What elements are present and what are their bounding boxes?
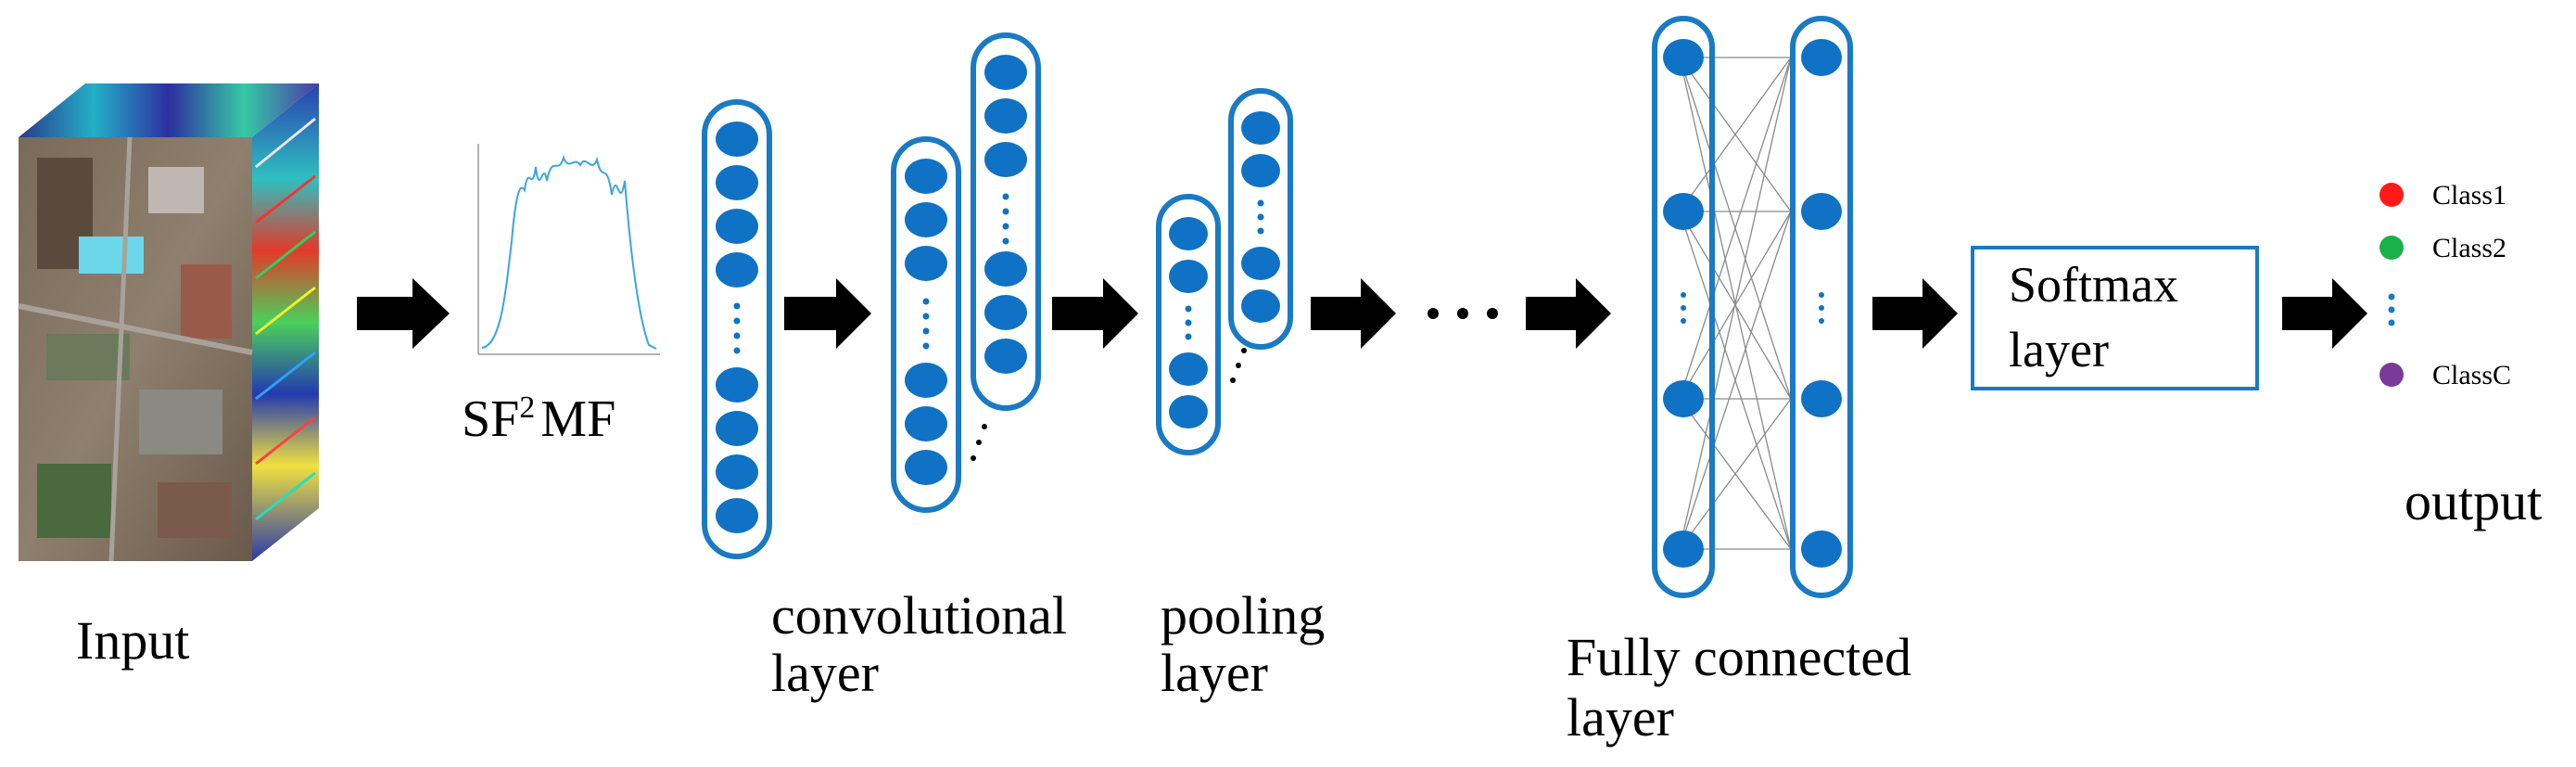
conv-continuation-dots bbox=[971, 424, 987, 461]
fc-label-line1: Fully connected bbox=[1567, 627, 1911, 687]
right-arrow-icon bbox=[1311, 278, 1396, 349]
right-arrow-icon bbox=[357, 278, 450, 349]
conv-label-line2: layer bbox=[771, 643, 879, 703]
conv-label-line1: convolutional bbox=[771, 585, 1067, 646]
fc-column-2 bbox=[1790, 16, 1853, 598]
fc-column-1 bbox=[1652, 16, 1715, 598]
pool-continuation-dots bbox=[1230, 348, 1247, 383]
class1-label: Class1 bbox=[2432, 180, 2506, 211]
classC-dot bbox=[2379, 363, 2404, 387]
conv-column-2 bbox=[971, 32, 1041, 411]
right-arrow-icon bbox=[1052, 278, 1138, 349]
right-arrow-icon bbox=[1526, 278, 1611, 349]
pool-column-2 bbox=[1228, 88, 1293, 350]
sf2mf-suffix: MF bbox=[540, 390, 615, 448]
pool-column-1 bbox=[1156, 194, 1221, 455]
fc-label-line2: layer bbox=[1567, 687, 1674, 748]
spectrum-curve bbox=[481, 154, 657, 350]
class2-label: Class2 bbox=[2432, 233, 2506, 263]
softmax-label-line2: layer bbox=[2009, 322, 2109, 377]
right-arrow-icon bbox=[1872, 278, 1958, 349]
class1-dot bbox=[2379, 183, 2404, 207]
sf2mf-superscript: 2 bbox=[519, 390, 535, 425]
fc-connections bbox=[1679, 57, 1792, 550]
classC-label: ClassC bbox=[2432, 360, 2511, 390]
softmax-box bbox=[1971, 246, 2259, 390]
right-arrow-icon bbox=[784, 278, 871, 349]
ellipsis-dots bbox=[1428, 308, 1498, 319]
output-label: output bbox=[2405, 471, 2542, 531]
sf2mf-spectrum-plot bbox=[477, 144, 660, 355]
output-classes: Class1 Class2 ClassC bbox=[2379, 180, 2511, 390]
sf2mf-prefix: SF bbox=[462, 390, 519, 448]
input-cube-side-stripes bbox=[255, 117, 316, 521]
arrows bbox=[357, 278, 2367, 349]
input-cube-side bbox=[252, 83, 319, 561]
input-feature-column bbox=[702, 99, 772, 559]
pool-label-line1: pooling bbox=[1161, 585, 1325, 646]
class-ellipsis-dots bbox=[2388, 293, 2395, 326]
input-cube-top bbox=[19, 83, 319, 137]
right-arrow-icon bbox=[2282, 278, 2367, 349]
input-label: Input bbox=[76, 610, 189, 671]
input-image-features bbox=[18, 136, 253, 562]
conv-column-1 bbox=[891, 136, 961, 513]
pool-label-line2: layer bbox=[1161, 643, 1268, 703]
input-cube bbox=[18, 83, 319, 562]
class2-dot bbox=[2379, 236, 2404, 260]
softmax-label-line1: Softmax bbox=[2009, 257, 2178, 313]
